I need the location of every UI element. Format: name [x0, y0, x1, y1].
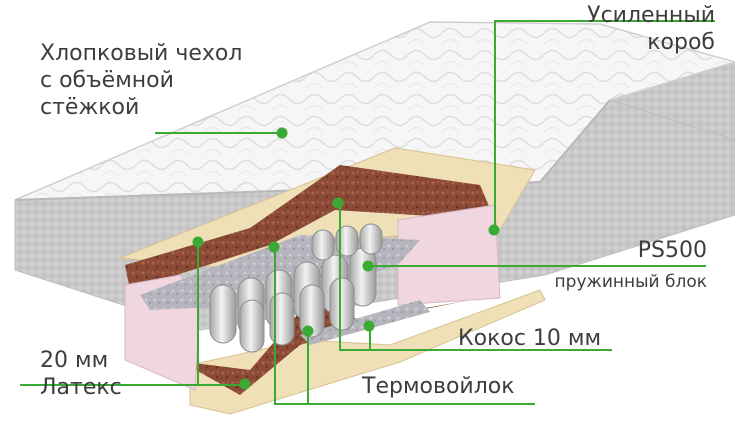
- coconut-label: Кокос 10 мм: [458, 326, 602, 351]
- cover-label: Хлопковый чехол с объёмной стёжкой: [40, 40, 242, 121]
- cover-label-line-1: Хлопковый чехол: [40, 41, 243, 66]
- frame-label-line-2: короб: [647, 30, 715, 55]
- frame-label: Усиленный короб: [587, 2, 715, 56]
- cover-marker: [276, 127, 288, 139]
- latex-label: 20 мм Латекс: [40, 347, 122, 401]
- coconut-marker-top: [332, 197, 344, 209]
- latex-label-line-2: Латекс: [40, 375, 122, 400]
- foam-frame-right: [397, 204, 501, 306]
- latex-marker-top: [192, 236, 204, 248]
- spring-block-title: PS500: [637, 238, 707, 263]
- latex-label-line-1: 20 мм: [40, 348, 109, 373]
- spring-marker: [362, 260, 374, 272]
- coconut-layer-bottom: [125, 300, 470, 395]
- latex-marker-bottom: [239, 378, 251, 390]
- cover-label-line-2: с объёмной: [40, 68, 174, 93]
- frame-label-line-1: Усиленный: [587, 3, 715, 28]
- callout-lines: [20, 20, 715, 405]
- latex-layer-bottom: [189, 289, 546, 415]
- coconut-layer-top: [125, 165, 495, 290]
- cover-label-line-3: стёжкой: [40, 95, 140, 120]
- felt-marker-bottom: [302, 325, 314, 337]
- spring-block-subtitle: пружинный блок: [554, 272, 707, 292]
- frame-marker: [488, 224, 500, 236]
- felt-marker-top: [268, 241, 280, 253]
- felt-label: Термовойлок: [362, 374, 515, 399]
- coconut-marker-bottom: [363, 320, 375, 332]
